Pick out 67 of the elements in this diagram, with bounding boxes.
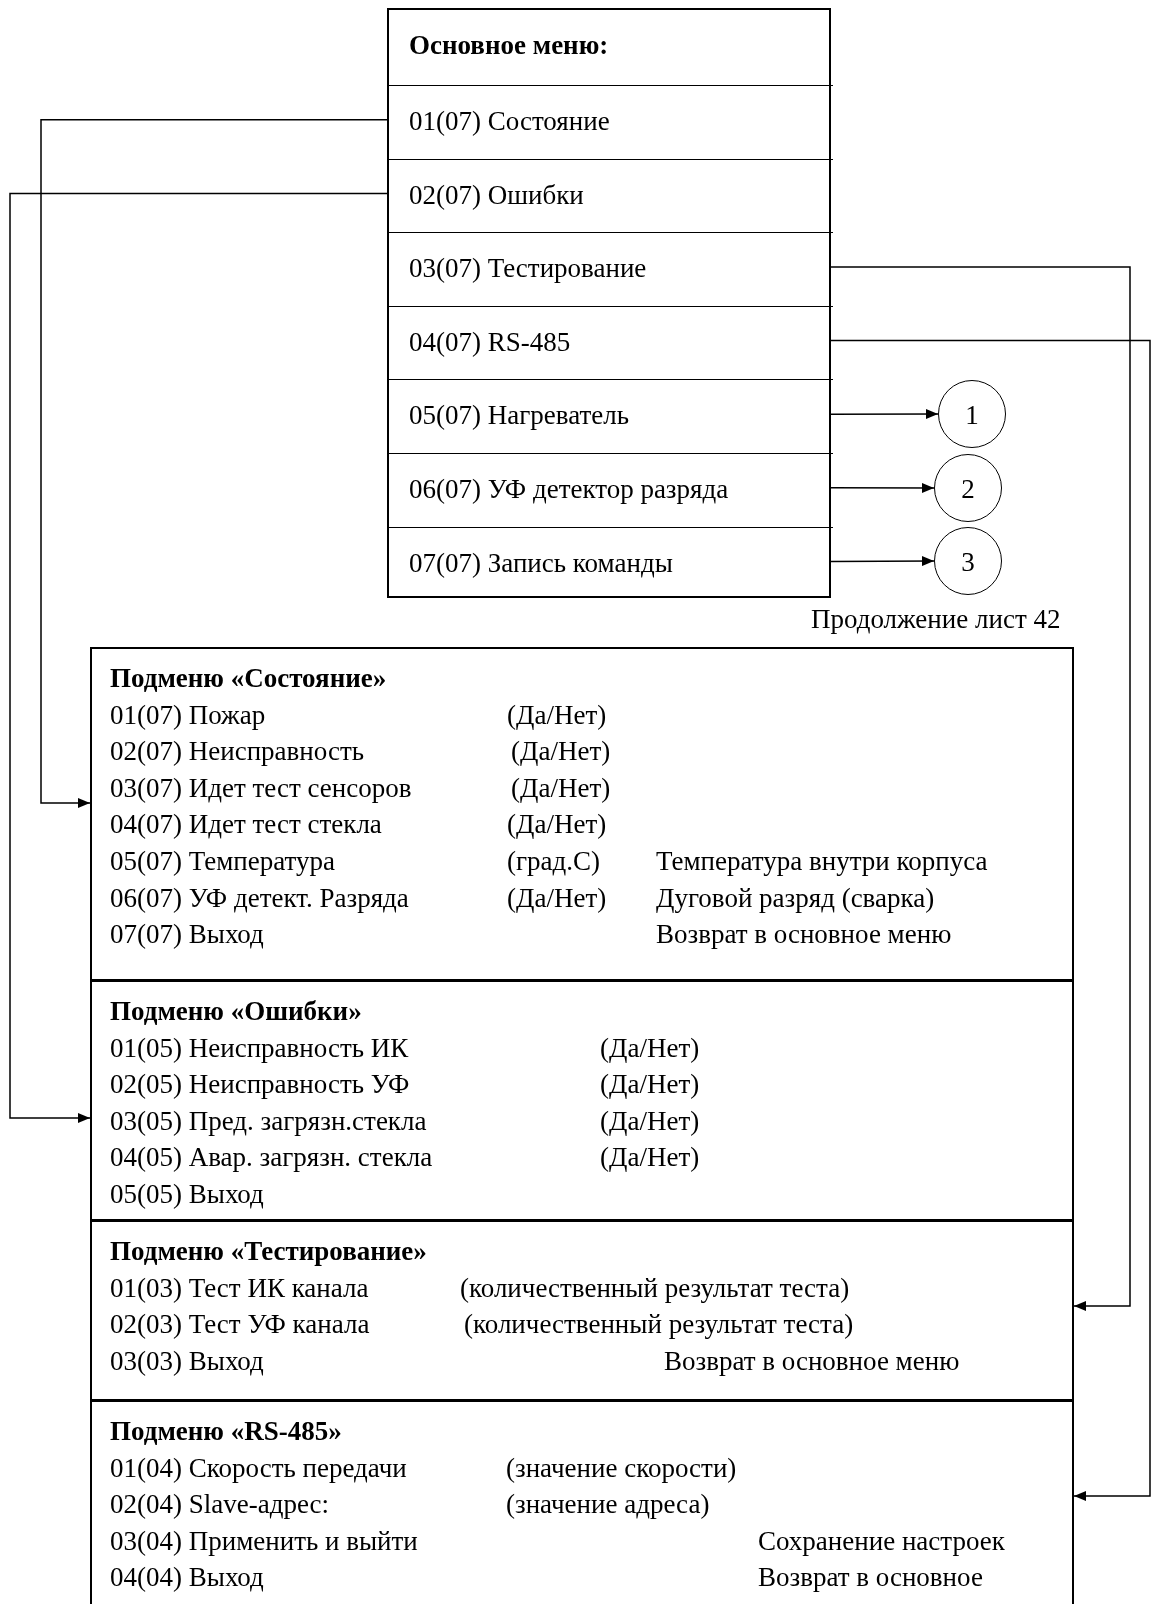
menu-item-text: 03(05) Пред. загрязн.стекла [110,1105,427,1136]
arrow [830,483,935,493]
submenu-heading: Подменю «Состояние» [110,663,387,693]
note-text: Продолжение лист 42 [811,604,1061,634]
submenu-heading: Подменю «RS-485» [110,1416,342,1446]
menu-item-text: 05(07) Нагреватель [409,400,630,431]
menu-item-text: 03(04) Применить и выйти [110,1525,418,1556]
value-text: (Да/Нет) [600,1142,700,1173]
arrow [830,556,935,567]
menu-item-text: 05(05) Выход [110,1179,264,1209]
value-text: Возврат в основное меню [656,919,952,950]
menu-item-text: 02(07) Ошибки [409,179,584,210]
menu-item-text: 02(03) Тест УФ канала [110,1309,370,1340]
value-text: (град.С) [507,846,601,876]
menu-item-text: 03(07) Тестирование [409,253,647,284]
menu-item-text: 01(04) Скорость передачи [110,1452,407,1483]
menu-item-text: 03(07) Идет тест сенсоров [110,772,412,803]
value-text: (Да/Нет) [507,699,607,730]
value-text: Дуговой разряд (сварка) [656,882,935,913]
menu-item-text: 01(07) Пожар [110,699,266,730]
menu-item-text: 07(07) Выход [110,919,264,950]
circle-number: 3 [960,547,976,577]
menu-item-text: 02(04) Slave-адрес: [110,1489,330,1520]
arrow [830,409,939,419]
menu-item-text: 01(03) Тест ИК канала [110,1272,369,1303]
arrow [9,192,388,1123]
value-text: (значение адреса) [506,1489,710,1520]
value-text: (Да/Нет) [507,882,607,913]
arrow [40,119,388,808]
menu-item-text: 05(07) Температура [110,846,335,876]
submenu-heading: Подменю «Ошибки» [110,996,362,1026]
value-text: (Да/Нет) [511,772,611,803]
circle-number: 1 [964,400,980,430]
submenu-panel [90,980,1074,1221]
value-text: Возврат в основное меню [664,1345,960,1376]
value-text: (Да/Нет) [600,1105,700,1136]
value-text: (Да/Нет) [511,736,611,767]
menu-item-text: 04(05) Авар. загрязн. стекла [110,1142,433,1173]
menu-item-text: 02(07) Неисправность [110,736,365,767]
value-text: (количественный результат теста) [460,1272,850,1303]
menu-item-text: 02(05) Неисправность УФ [110,1069,410,1100]
menu-item-text: 01(07) Состояние [409,106,610,136]
menu-box [387,8,831,598]
menu-item-text: 06(07) УФ детектор разряда [409,474,729,504]
submenu-panel [90,647,1074,981]
value-text: (Да/Нет) [600,1032,700,1063]
menu-item-text: 01(05) Неисправность ИК [110,1032,409,1063]
menu-item-text: 04(07) Идет тест стекла [110,809,382,840]
submenu-heading: Подменю «Тестирование» [110,1236,427,1266]
value-text: Сохранение настроек [758,1525,1005,1556]
menu-item-text: 03(03) Выход [110,1345,264,1376]
value-text: Возврат в основное [758,1562,983,1593]
menu-item-text: 04(04) Выход [110,1562,264,1593]
menu-item-text: 06(07) УФ детект. Разряда [110,882,409,913]
value-text: (количественный результат теста) [464,1309,854,1340]
value-text: (значение скорости) [506,1452,737,1483]
submenu-panel [90,1220,1074,1401]
menu-item-text: 07(07) Запись команды [409,547,673,578]
submenu-panel [90,1400,1074,1604]
arrow [830,266,1131,1311]
menu-heading: Основное меню: [409,30,609,60]
arrow [830,339,1151,1501]
value-text: (Да/Нет) [600,1069,700,1100]
value-text: (Да/Нет) [507,809,607,840]
circle-number: 2 [960,474,976,504]
value-text: Температура внутри корпуса [656,846,988,876]
menu-item-text: 04(07) RS-485 [409,326,571,357]
